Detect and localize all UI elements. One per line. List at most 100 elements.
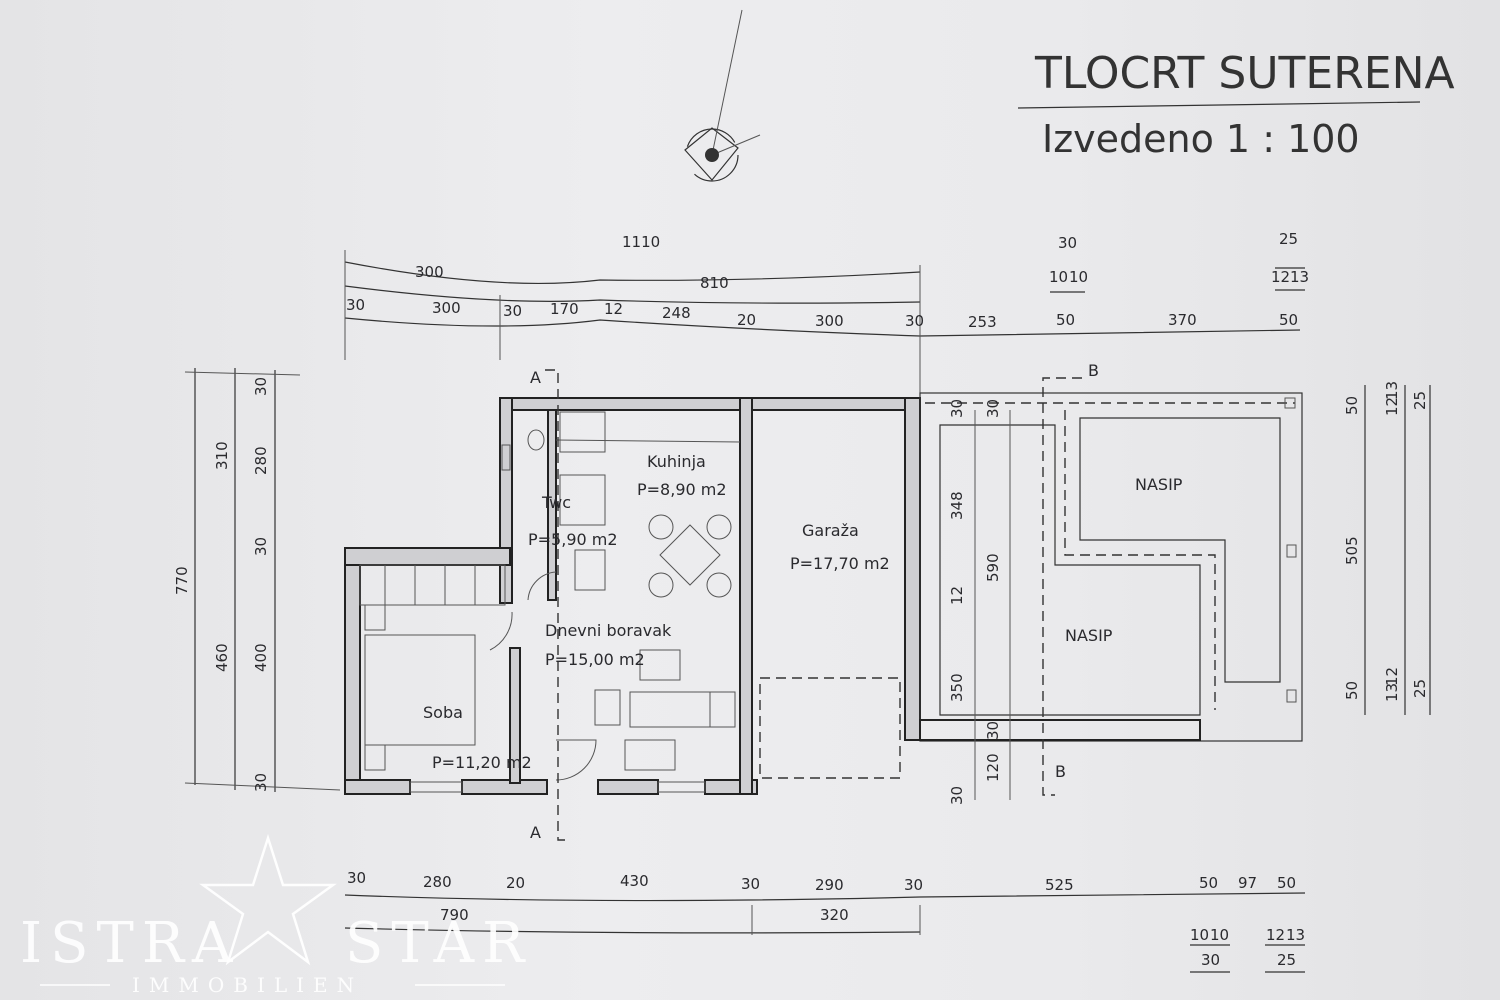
section-lines: A A B B: [530, 361, 1099, 842]
bottom-dimension-lines: [344, 892, 1306, 973]
dimension-label: 25: [1277, 951, 1296, 969]
room-area: P=5,90 m2: [528, 530, 618, 549]
dimension-label: 12: [1266, 926, 1285, 944]
dimension-label: 280: [252, 446, 270, 475]
embankment-zone: [919, 392, 1303, 800]
dimension-label: 30: [252, 537, 270, 556]
dimension-label: 430: [620, 872, 649, 890]
room-name: Soba: [423, 703, 463, 722]
dimension-label: STAR: [345, 911, 532, 976]
dimension-label: 30: [948, 786, 966, 805]
room-name: NASIP: [1135, 475, 1183, 494]
section-label: A: [530, 368, 541, 387]
dimension-label: 310: [213, 441, 231, 470]
dimension-label: 300: [432, 299, 461, 317]
dimension-label: 30: [252, 773, 270, 792]
dimension-label: 30: [984, 721, 1002, 740]
dimension-label: 50: [1056, 311, 1075, 329]
dimension-label: 370: [1168, 311, 1197, 329]
dimension-label: 50: [1277, 874, 1296, 892]
dimension-label: 10: [1210, 926, 1229, 944]
dimension-label: 30: [904, 876, 923, 894]
room-name: Twc: [541, 493, 571, 512]
dimension-label: 120: [984, 753, 1002, 782]
plan-title: TLOCRT SUTERENA: [1034, 48, 1455, 99]
dimension-label: 248: [662, 304, 691, 322]
north-arrow-icon: [684, 9, 761, 182]
dimension-label: 30: [905, 312, 924, 330]
dimension-label: 30: [741, 875, 760, 893]
dimension-label: 50: [1279, 311, 1298, 329]
section-label: B: [1088, 361, 1099, 380]
istra-star-watermark-logo: ISTRA STAR IMMOBILIEN: [20, 833, 532, 997]
right-dimension-lines: [1364, 385, 1431, 715]
dimension-label: 790: [440, 906, 469, 924]
dimension-label: 770: [173, 566, 191, 595]
star-icon: [199, 833, 337, 966]
dimension-label: 30: [347, 869, 366, 887]
room-area: P=15,00 m2: [545, 650, 645, 669]
section-label: A: [530, 823, 541, 842]
left-dimension-labels: 770 310 460 280 400 30 30 30: [173, 377, 270, 792]
dimension-label: 1110: [622, 233, 660, 251]
dimension-label: 350: [948, 673, 966, 702]
doors: [489, 571, 597, 781]
dimension-label: 460: [213, 643, 231, 672]
title-underline: [1017, 101, 1421, 109]
dimension-label: ISTRA: [20, 911, 240, 976]
dimension-label: 30: [1058, 234, 1077, 252]
dimension-label: 13: [1383, 683, 1401, 702]
dimension-label: 320: [820, 906, 849, 924]
dimension-label: 25: [1411, 391, 1429, 410]
dimension-label: 97: [1238, 874, 1257, 892]
dimension-label: 13: [1286, 926, 1305, 944]
dimension-label: 348: [948, 491, 966, 520]
dimension-label: 12: [1271, 268, 1290, 286]
dimension-label: 10: [1069, 268, 1088, 286]
dimension-label: 280: [423, 873, 452, 891]
dimension-label: 170: [550, 300, 579, 318]
room-name: NASIP: [1065, 626, 1113, 645]
dimension-label: 30: [1201, 951, 1220, 969]
room-labels: Kuhinja P=8,90 m2 Twc P=5,90 m2 Garaža P…: [423, 452, 1183, 772]
dimension-label: 50: [1343, 681, 1361, 700]
room-name: Garaža: [802, 521, 859, 540]
dimension-label: 50: [1199, 874, 1218, 892]
dimension-label: 300: [815, 312, 844, 330]
dimension-label: 290: [815, 876, 844, 894]
dimension-label: 300: [415, 263, 444, 281]
room-name: Kuhinja: [647, 452, 706, 471]
dimension-label: 12: [948, 586, 966, 605]
dimension-label: 30: [948, 399, 966, 418]
dimension-label: 590: [984, 553, 1002, 582]
right-dimension-labels: 505 50 50 12 13 25 13 12 25: [1343, 381, 1429, 702]
room-area: P=11,20 m2: [432, 753, 532, 772]
dimension-label: 12: [1383, 397, 1401, 416]
dimension-label: 25: [1411, 679, 1429, 698]
dimension-label: 20: [506, 874, 525, 892]
room-name: Dnevni boravak: [545, 621, 672, 640]
dimension-label: 50: [1343, 396, 1361, 415]
dimension-label: 10: [1049, 268, 1068, 286]
dimension-label: 12: [604, 300, 623, 318]
dimension-label: 30: [346, 296, 365, 314]
dimension-label: 20: [737, 311, 756, 329]
dimension-label: 13: [1383, 381, 1401, 400]
room-area: P=17,70 m2: [790, 554, 890, 573]
section-label: B: [1055, 762, 1066, 781]
walls: [344, 397, 921, 795]
dimension-label: 12: [1383, 667, 1401, 686]
dimension-label: 525: [1045, 876, 1074, 894]
left-dimension-lines: [184, 368, 341, 792]
dimension-label: 10: [1190, 926, 1209, 944]
bottom-dimension-labels: 30 280 20 430 30 290 30 525 50 97 50 790…: [347, 869, 1305, 969]
dimension-label: 253: [968, 313, 997, 331]
dimension-label: 30: [984, 399, 1002, 418]
top-dimension-lines: [344, 250, 1305, 400]
dimension-label: 505: [1343, 536, 1361, 565]
dimension-label: IMMOBILIEN: [132, 973, 363, 997]
dimension-label: 810: [700, 274, 729, 292]
top-dimension-labels: 1110 300 810 30 300 30 170 12 248 20 300…: [346, 230, 1309, 331]
